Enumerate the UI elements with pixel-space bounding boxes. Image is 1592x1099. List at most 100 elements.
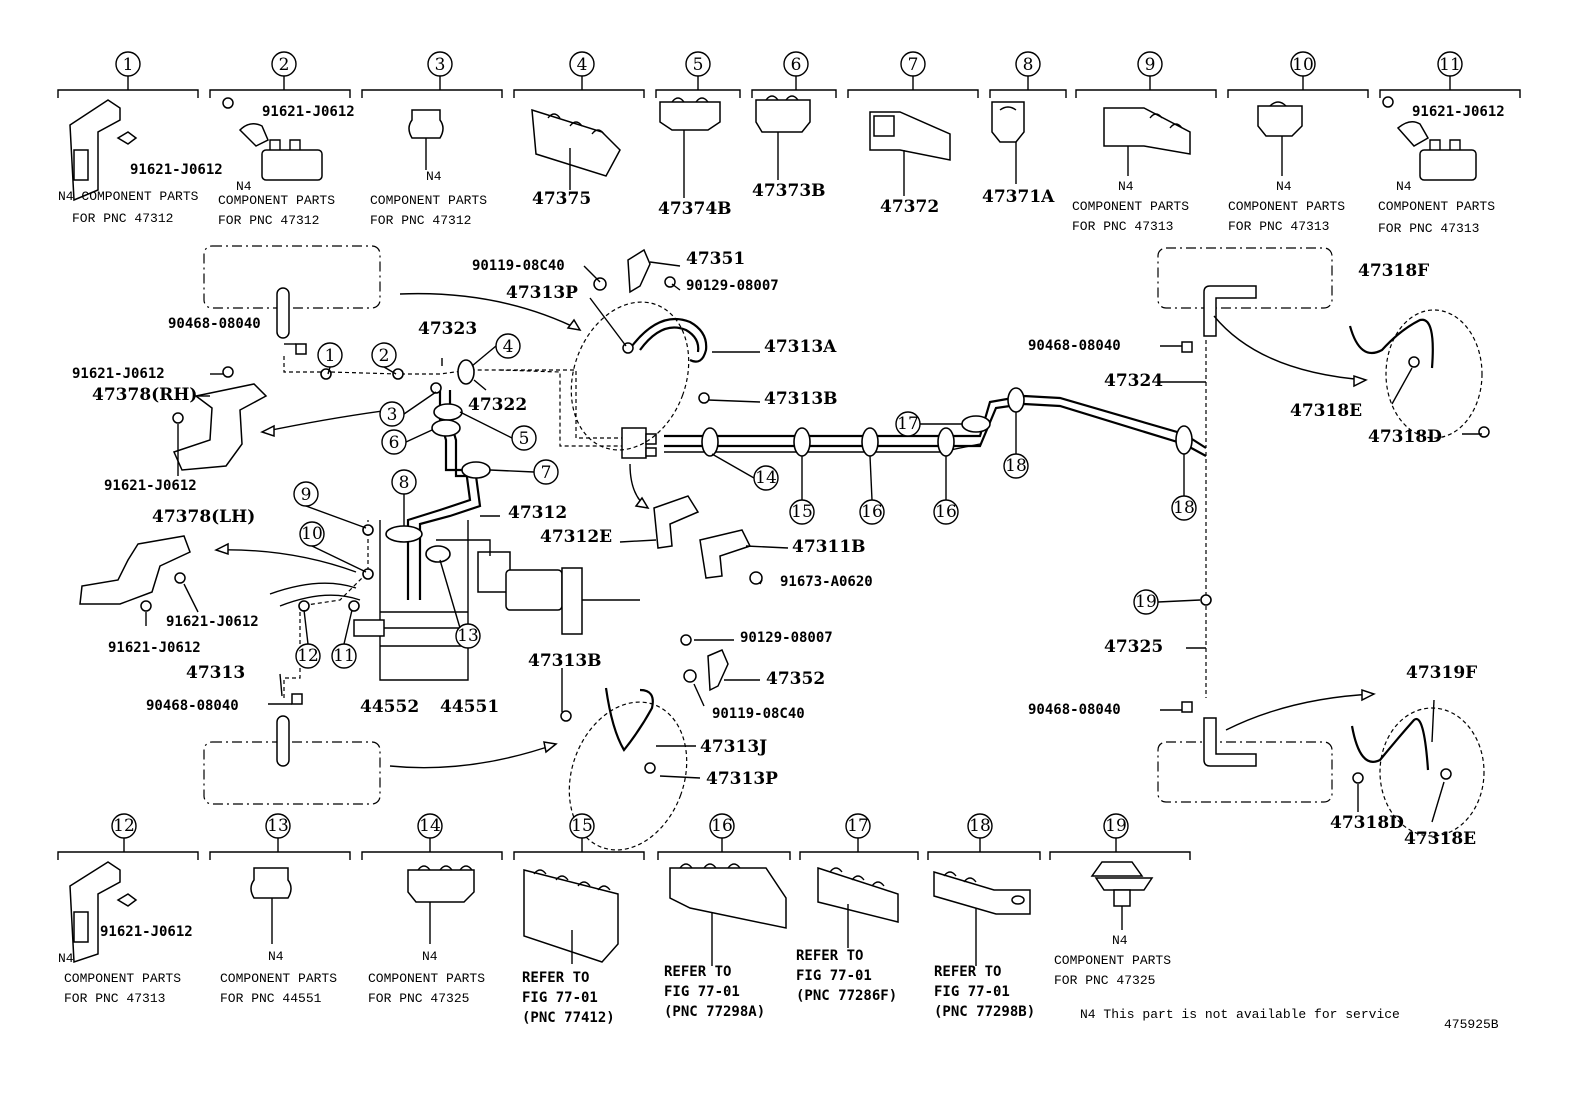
c12-n4: N4	[58, 951, 74, 966]
c6-part: 47373B	[752, 181, 826, 201]
main-callout-11: 11	[333, 646, 355, 666]
bottom-callout-19: 19	[1105, 816, 1127, 836]
bottom-callouts: 12 13 14 15 16 17 18 19	[111, 813, 1129, 839]
label-47325: 47325	[1104, 637, 1163, 657]
c4-part: 47375	[532, 189, 591, 209]
c13-note2: FOR PNC 44551	[220, 991, 322, 1006]
main-callout-3: 3	[387, 405, 398, 425]
c12-note1: COMPONENT PARTS	[64, 971, 181, 986]
bottom-clip-drawings	[69, 861, 1154, 966]
top-row-text: 91621-J0612 N4 COMPONENT PARTS FOR PNC 4…	[58, 104, 1505, 236]
label-90468-08040-a: 90468-08040	[168, 316, 261, 332]
c12-note2: FOR PNC 47313	[64, 991, 165, 1006]
main-callout-5: 5	[519, 429, 530, 449]
label-47322: 47322	[468, 395, 527, 415]
c18-line3: (PNC 77298B)	[934, 1004, 1035, 1020]
bottom-callout-17: 17	[847, 816, 869, 836]
c14-note2: FOR PNC 47325	[368, 991, 469, 1006]
main-callout-18b: 18	[1173, 498, 1195, 518]
main-callout-17: 17	[897, 414, 919, 434]
c10-note2: FOR PNC 47313	[1228, 219, 1329, 234]
c7-part: 47372	[880, 197, 939, 217]
bottom-callout-16: 16	[711, 816, 733, 836]
label-47313a: 47313A	[764, 337, 837, 357]
main-labels: 90119-08C40 47351 90129-08007 47313P 473…	[72, 249, 1477, 849]
top-clip-drawings	[69, 95, 1477, 202]
c9-note1: COMPONENT PARTS	[1072, 199, 1189, 214]
label-44551: 44551	[440, 697, 499, 717]
label-47378-lh: 47378(LH)	[152, 507, 255, 527]
label-91621-j0612-b: 91621-J0612	[104, 478, 197, 494]
c18-line1: REFER TO	[934, 964, 1001, 980]
c9-n4: N4	[1118, 179, 1134, 194]
label-47324: 47324	[1104, 371, 1163, 391]
c14-n4: N4	[422, 949, 438, 964]
c17-line3: (PNC 77286F)	[796, 988, 897, 1004]
label-90119-08c40-top: 90119-08C40	[472, 258, 565, 274]
label-91621-j0612-a: 91621-J0612	[72, 366, 165, 382]
bottom-callout-15: 15	[571, 816, 593, 836]
c12-bolt-label: 91621-J0612	[100, 924, 193, 940]
label-47318d-bot: 47318D	[1330, 813, 1404, 833]
label-47318d-top: 47318D	[1368, 427, 1442, 447]
label-47311b: 47311B	[792, 537, 866, 557]
c17-line1: REFER TO	[796, 948, 863, 964]
c3-n4: N4	[426, 169, 442, 184]
c19-note2: FOR PNC 47325	[1054, 973, 1155, 988]
c16-line1: REFER TO	[664, 964, 731, 980]
top-callout-7: 7	[908, 55, 919, 75]
label-47352: 47352	[766, 669, 825, 689]
c14-note1: COMPONENT PARTS	[368, 971, 485, 986]
label-47351: 47351	[686, 249, 745, 269]
main-callout-6: 6	[389, 433, 400, 453]
label-47313b-bot: 47313B	[528, 651, 602, 671]
main-callout-10: 10	[301, 524, 323, 544]
main-callout-14: 14	[755, 468, 777, 488]
label-47318e-bot: 47318E	[1404, 829, 1476, 849]
label-47323: 47323	[418, 319, 477, 339]
top-callout-5: 5	[693, 55, 704, 75]
label-91673-a0620: 91673-A0620	[780, 574, 873, 590]
c5-part: 47374B	[658, 199, 732, 219]
label-91621-j0612-d: 91621-J0612	[108, 640, 201, 656]
c8-part: 47371A	[982, 187, 1055, 207]
label-47313b-top: 47313B	[764, 389, 838, 409]
label-90129-08007-bot: 90129-08007	[740, 630, 833, 646]
top-callout-1: 1	[123, 55, 134, 75]
c18-line2: FIG 77-01	[934, 984, 1010, 1000]
label-47313p-top: 47313P	[506, 283, 578, 303]
bottom-callout-12: 12	[113, 816, 135, 836]
top-callout-6: 6	[791, 55, 802, 75]
c11-n4: N4	[1396, 179, 1412, 194]
top-callout-4: 4	[577, 55, 588, 75]
label-47313j: 47313J	[700, 737, 767, 757]
c19-note1: COMPONENT PARTS	[1054, 953, 1171, 968]
bottom-callout-14: 14	[419, 816, 441, 836]
c11-note1: COMPONENT PARTS	[1378, 199, 1495, 214]
main-callout-2: 2	[379, 346, 390, 366]
label-47318e-top: 47318E	[1290, 401, 1362, 421]
main-callout-1: 1	[325, 346, 336, 366]
c1-note1: N4 COMPONENT PARTS	[58, 189, 199, 204]
top-callout-2: 2	[279, 55, 290, 75]
c16-line2: FIG 77-01	[664, 984, 740, 1000]
c10-note1: COMPONENT PARTS	[1228, 199, 1345, 214]
c15-line1: REFER TO	[522, 970, 589, 986]
main-callout-9: 9	[301, 485, 312, 505]
label-47313p-bot: 47313P	[706, 769, 778, 789]
label-47378-rh: 47378(RH)	[92, 385, 197, 405]
label-90468-08040-b: 90468-08040	[146, 698, 239, 714]
c3-note2: FOR PNC 47312	[370, 213, 471, 228]
diagram-id: 475925B	[1444, 1017, 1499, 1032]
c15-line2: FIG 77-01	[522, 990, 598, 1006]
main-callout-16b: 16	[935, 502, 957, 522]
c11-bolt-label: 91621-J0612	[1412, 104, 1505, 120]
c1-note2: FOR PNC 47312	[72, 211, 173, 226]
footnote-n4: N4 This part is not available for servic…	[1080, 1007, 1400, 1022]
top-callout-8: 8	[1023, 55, 1034, 75]
main-callout-8: 8	[399, 473, 410, 493]
label-47319f: 47319F	[1406, 663, 1477, 683]
top-callout-10: 10	[1292, 55, 1314, 75]
bottom-callout-18: 18	[969, 816, 991, 836]
